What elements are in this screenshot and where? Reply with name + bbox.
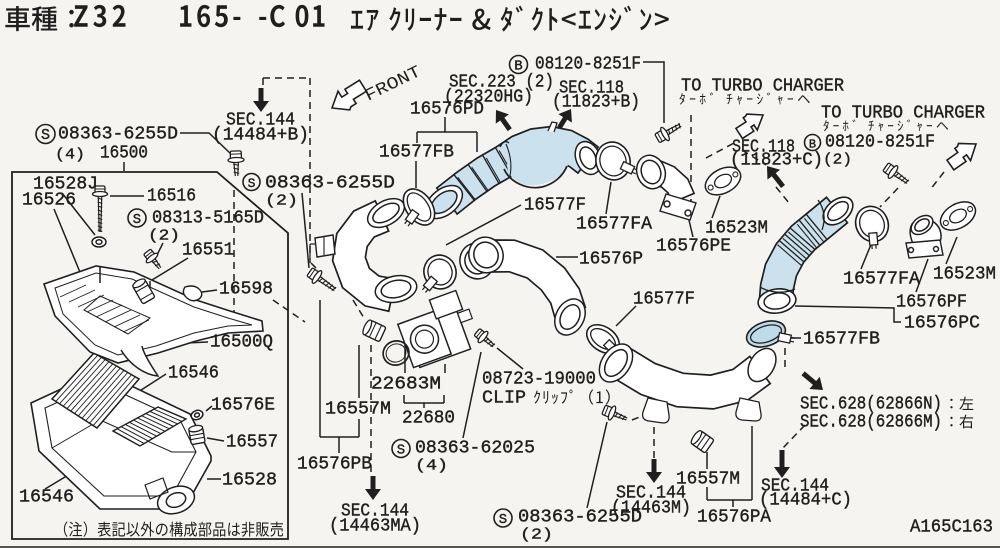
svg-text:(4): (4) <box>55 147 85 164</box>
svg-text:(2): (2) <box>148 228 180 245</box>
svg-text:SEC.118: SEC.118 <box>732 138 795 158</box>
svg-text:16523M: 16523M <box>705 219 768 239</box>
svg-text:22680: 22680 <box>402 409 455 429</box>
svg-text:16576PC: 16576PC <box>904 314 980 334</box>
svg-text:(22320HG): (22320HG) <box>444 88 533 108</box>
svg-text:SEC.223 (2): SEC.223 (2) <box>449 73 554 93</box>
svg-text:22683M: 22683M <box>371 375 441 395</box>
svg-text:B: B <box>514 59 522 75</box>
svg-text:16576PE: 16576PE <box>656 237 731 257</box>
svg-text:A165C163: A165C163 <box>910 518 993 538</box>
svg-text:(11823+C): (11823+C) <box>730 151 823 171</box>
svg-text:16577F: 16577F <box>524 196 586 216</box>
svg-text:08120-8251F: 08120-8251F <box>535 55 641 75</box>
svg-text:S: S <box>499 512 507 528</box>
svg-text:16526: 16526 <box>22 191 76 211</box>
svg-text:08723-19000: 08723-19000 <box>482 370 596 390</box>
svg-text:(14463MA): (14463MA) <box>329 517 421 537</box>
svg-text:16528J: 16528J <box>33 175 98 195</box>
svg-text:SEC.144: SEC.144 <box>226 111 295 131</box>
svg-text:08363-62025: 08363-62025 <box>415 439 535 459</box>
svg-text:16598: 16598 <box>219 280 273 300</box>
svg-text:S: S <box>41 127 50 144</box>
svg-text:16577FB: 16577FB <box>379 143 454 163</box>
svg-text:16576PF: 16576PF <box>896 293 967 313</box>
svg-text:(2): (2) <box>520 527 553 544</box>
svg-text:08120-8251F: 08120-8251F <box>825 133 935 153</box>
svg-text:16576PB: 16576PB <box>297 455 372 475</box>
svg-text:16557M: 16557M <box>676 470 740 490</box>
svg-text:TO TURBO CHARGER: TO TURBO CHARGER <box>681 77 844 97</box>
svg-text:SEC.628(62866N): SEC.628(62866N) <box>800 395 942 415</box>
svg-text:08363-6255D: 08363-6255D <box>58 125 178 145</box>
svg-text:SEC.118: SEC.118 <box>559 79 624 99</box>
svg-text:S: S <box>133 212 141 228</box>
svg-text:16576PD: 16576PD <box>410 100 484 120</box>
svg-text:16577FB: 16577FB <box>803 330 880 350</box>
svg-text:16528: 16528 <box>222 471 277 491</box>
svg-text:08313-5165D: 08313-5165D <box>152 209 264 229</box>
svg-text:16551: 16551 <box>182 241 234 261</box>
svg-text:SEC.628(62866M): SEC.628(62866M) <box>800 413 942 433</box>
svg-text:16546: 16546 <box>168 364 219 384</box>
svg-text:16577F: 16577F <box>633 290 695 310</box>
svg-text:(2): (2) <box>265 193 298 210</box>
svg-text:S: S <box>248 176 256 191</box>
svg-text:SEC.144: SEC.144 <box>616 484 686 504</box>
svg-text:16500: 16500 <box>100 144 148 164</box>
svg-text:16557: 16557 <box>226 433 278 453</box>
svg-text:16500Q: 16500Q <box>210 333 273 353</box>
svg-text:16557M: 16557M <box>325 400 391 420</box>
svg-text:(14484+C): (14484+C) <box>759 491 852 511</box>
svg-text:TO TURBO CHARGER: TO TURBO CHARGER <box>821 104 985 124</box>
svg-text:CLIP: CLIP <box>482 389 526 409</box>
svg-text:B: B <box>809 138 816 152</box>
svg-text:(14463M): (14463M) <box>611 499 691 519</box>
svg-text:16576P: 16576P <box>579 250 643 270</box>
svg-text:16516: 16516 <box>147 187 196 207</box>
svg-text:16576PA: 16576PA <box>697 508 771 528</box>
svg-text:SEC.144: SEC.144 <box>761 477 829 497</box>
svg-text:08363-6255D: 08363-6255D <box>265 174 395 194</box>
svg-text:(2): (2) <box>823 152 852 169</box>
svg-text:16523M: 16523M <box>933 265 996 285</box>
svg-text:SEC.144: SEC.144 <box>341 502 409 522</box>
svg-text:16577FA: 16577FA <box>843 270 920 290</box>
svg-text:08363-6255D: 08363-6255D <box>518 508 642 528</box>
svg-text:S: S <box>397 443 405 459</box>
svg-text:16546: 16546 <box>19 488 74 508</box>
svg-text:(14484+B): (14484+B) <box>212 126 309 146</box>
svg-text:(11823+B): (11823+B) <box>552 93 640 113</box>
svg-text:16576E: 16576E <box>211 396 275 416</box>
svg-text:(4): (4) <box>415 458 448 475</box>
svg-text:16577FA: 16577FA <box>576 215 652 235</box>
